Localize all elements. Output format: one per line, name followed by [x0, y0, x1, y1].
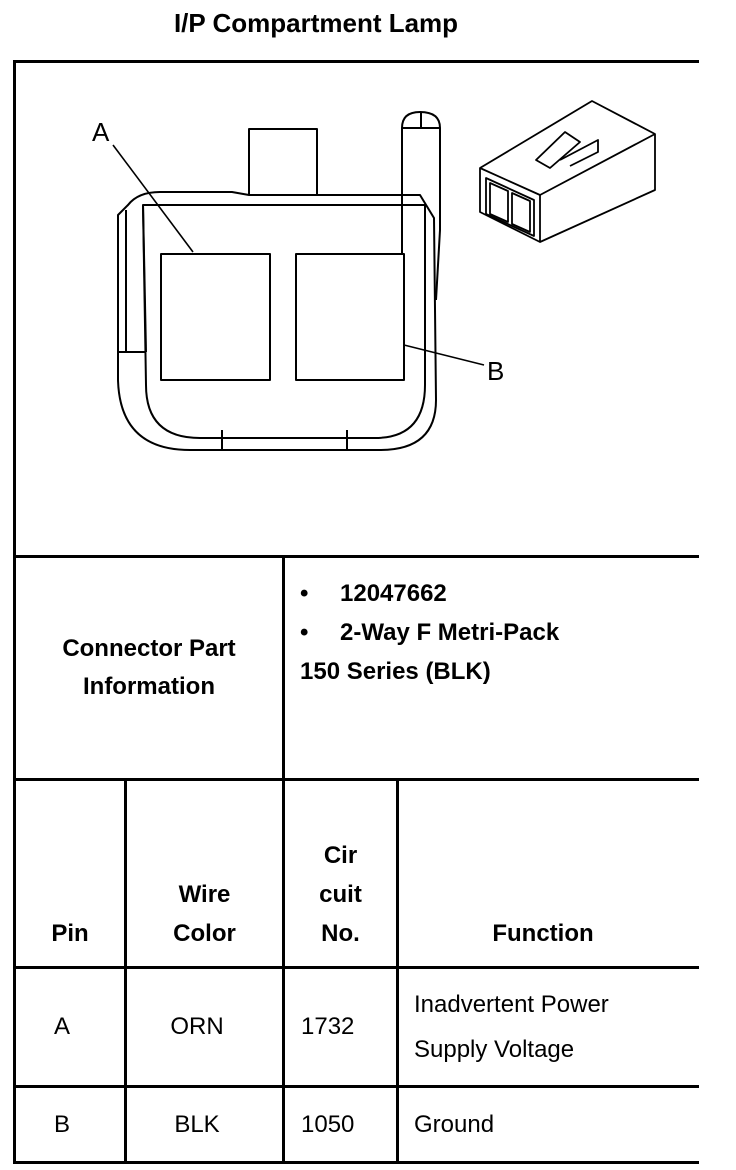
part-number: 12047662 [340, 580, 447, 607]
connector-table-frame [13, 60, 699, 1164]
divider-row-a [13, 1085, 699, 1088]
header-circuit-line1: Cir [323, 842, 358, 869]
header-function: Function [399, 914, 687, 953]
divider-circuit-column [396, 778, 399, 1164]
divider-pin-column [124, 778, 127, 1164]
divider-header [13, 966, 699, 969]
pin-b-callout: B [487, 356, 504, 386]
row-a-function: Inadvertent Power Supply Voltage [414, 982, 694, 1072]
page-title: I/P Compartment Lamp [173, 8, 459, 38]
divider-diagram [13, 555, 699, 558]
row-b-function: Ground [414, 1111, 495, 1138]
row-a-wire-color: ORN [170, 1013, 224, 1040]
row-a-function-line1: Inadvertent Power [414, 991, 609, 1018]
header-pin-text: Pin [51, 920, 89, 947]
row-a-pin: A [53, 1013, 70, 1040]
pin-a-callout: A [92, 117, 110, 147]
connector-description: 2-Way F Metri-Pack [340, 619, 560, 646]
divider-wire-column [282, 778, 285, 1164]
header-pin: Pin [16, 914, 124, 953]
row-b-circuit: 1050 [301, 1111, 355, 1138]
row-b-pin: B [53, 1111, 70, 1138]
bullet: • [300, 580, 309, 607]
row-a-circuit: 1732 [301, 1013, 355, 1040]
connector-part-details: • 12047662 • 2-Way F Metri-Pack 150 Seri… [300, 574, 559, 691]
connector-diagram: A B [92, 100, 656, 451]
divider-part-info [13, 778, 699, 781]
divider-info-column [282, 555, 285, 781]
bullet: • [300, 619, 309, 646]
header-wire-color: Wire Color [127, 875, 282, 953]
header-circuit-line3: No. [321, 920, 360, 947]
connector-series: 150 Series (BLK) [300, 658, 491, 685]
header-wire-color-line1: Wire [178, 881, 231, 908]
header-circuit-line2: cuit [319, 881, 362, 908]
connector-part-label-line2: Information [82, 673, 215, 700]
header-function-text: Function [492, 920, 594, 947]
connector-part-label-line1: Connector Part [62, 635, 236, 662]
header-circuit-number: Cir cuit No. [285, 836, 396, 953]
row-a-function-line2: Supply Voltage [414, 1036, 575, 1063]
connector-part-information-label: Connector Part Information [16, 558, 282, 778]
header-wire-color-line2: Color [173, 920, 236, 947]
row-b-wire-color: BLK [174, 1111, 220, 1138]
